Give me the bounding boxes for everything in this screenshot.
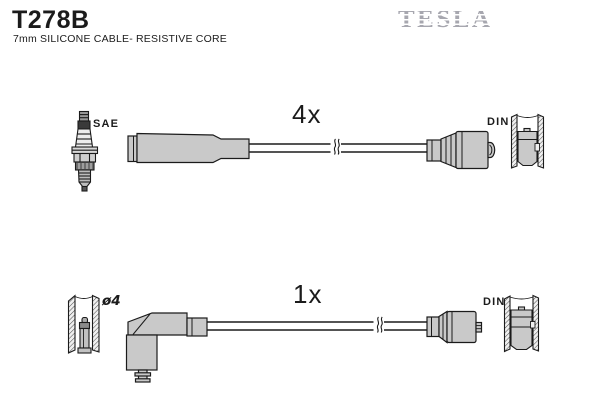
spark-plug-icon: [71, 110, 99, 192]
row2-quantity-label: 1x: [293, 279, 323, 309]
part-number: T278B: [12, 6, 90, 34]
row1-straight-boot: [127, 132, 250, 164]
row2-diameter-label: ø4: [102, 293, 121, 309]
row2-cable: [207, 321, 427, 331]
row2-angled-boot: [125, 312, 208, 383]
row2-distributor-connector: [426, 310, 483, 344]
row1-din-label: DIN: [487, 116, 510, 128]
row1-distributor-connector: [426, 130, 496, 170]
row2-din-socket-icon: [503, 294, 540, 353]
row1-din-socket-icon: [510, 113, 545, 169]
product-subtitle: 7mm SILICONE CABLE- RESISTIVE CORE: [13, 33, 227, 45]
row1-cable-break: [330, 138, 341, 156]
row2-din-label: DIN: [483, 296, 506, 308]
row2-cable-break: [373, 316, 384, 334]
tesla-logo: TESLA: [395, 6, 495, 33]
row1-sae-label: SAE: [93, 118, 120, 130]
row2-terminal-socket-icon: [67, 294, 100, 354]
row1-quantity-label: 4x: [292, 99, 322, 129]
